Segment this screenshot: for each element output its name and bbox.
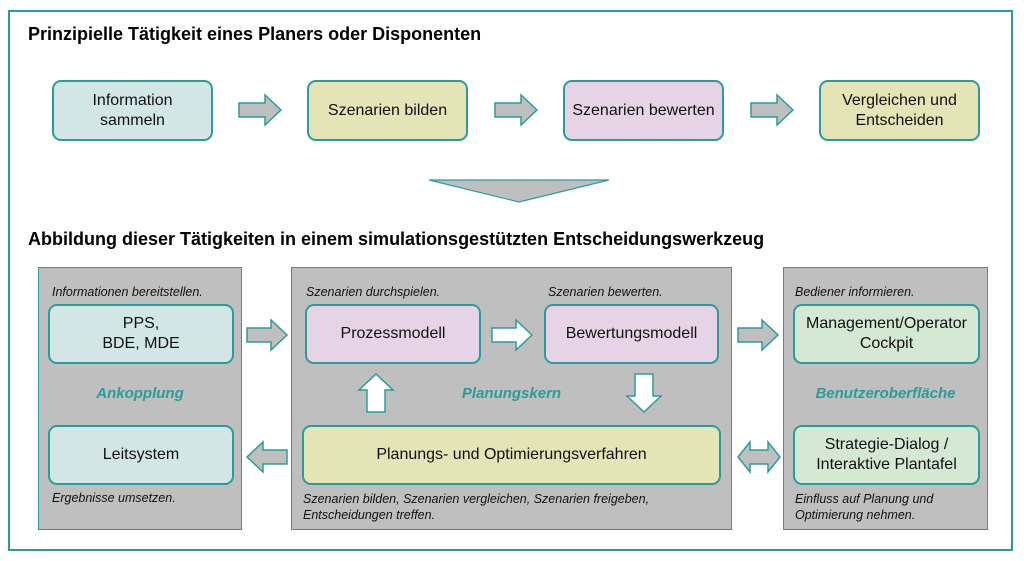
box-pps-bde-mde: PPS, BDE, MDE xyxy=(48,304,234,364)
arrow-right-icon xyxy=(750,93,795,127)
box-planungs-optimierungsverfahren: Planungs- und Optimierungsverfahren xyxy=(302,425,721,485)
note-ergebnisse-umsetzen: Ergebnisse umsetzen. xyxy=(52,491,176,505)
box-bewertungsmodell: Bewertungsmodell xyxy=(544,304,719,364)
arrow-right-icon xyxy=(494,93,539,127)
arrow-right-icon xyxy=(491,318,534,352)
bottom-title: Abbildung dieser Tätigkeiten in einem si… xyxy=(28,229,765,249)
arrow-left-icon xyxy=(245,440,288,474)
note-szenarien-bilden-vergleichen: Szenarien bilden, Szenarien vergleichen,… xyxy=(303,492,650,522)
step-szenarien-bilden: Szenarien bilden xyxy=(307,80,468,141)
top-title: Prinzipielle Tätigkeit eines Planers ode… xyxy=(28,24,482,44)
diagram-frame xyxy=(8,10,1013,551)
arrow-down-icon xyxy=(625,373,663,414)
box-strategie-dialog: Strategie-Dialog / Interaktive Plantafel xyxy=(793,425,980,485)
arrow-right-icon xyxy=(737,318,780,352)
note-szenarien-durchspielen: Szenarien durchspielen. xyxy=(306,285,441,299)
arrow-up-icon xyxy=(357,372,395,413)
note-szenarien-bewerten: Szenarien bewerten. xyxy=(548,285,663,299)
box-leitsystem: Leitsystem xyxy=(48,425,234,485)
arrow-right-icon xyxy=(246,318,289,352)
note-bediener-informieren: Bediener informieren. xyxy=(795,285,915,299)
note-informationen-bereitstellen: Informationen bereitstellen. xyxy=(52,285,203,299)
step-information-sammeln: Information sammeln xyxy=(52,80,213,141)
double-arrow-icon xyxy=(737,439,781,475)
box-management-operator-cockpit: Management/Operator Cockpit xyxy=(793,304,980,364)
step-szenarien-bewerten: Szenarien bewerten xyxy=(563,80,724,141)
label-benutzeroberflaeche: Benutzeroberfläche xyxy=(815,385,956,402)
triangle-down-icon xyxy=(428,179,610,203)
arrow-right-icon xyxy=(238,93,283,127)
box-prozessmodell: Prozessmodell xyxy=(305,304,481,364)
note-einfluss-auf-planung: Einfluss auf Planung und Optimierung neh… xyxy=(795,492,934,522)
step-vergleichen-entscheiden: Vergleichen und Entscheiden xyxy=(819,80,980,141)
label-planungskern: Planungskern xyxy=(461,385,562,402)
label-ankopplung: Ankopplung xyxy=(96,385,184,402)
